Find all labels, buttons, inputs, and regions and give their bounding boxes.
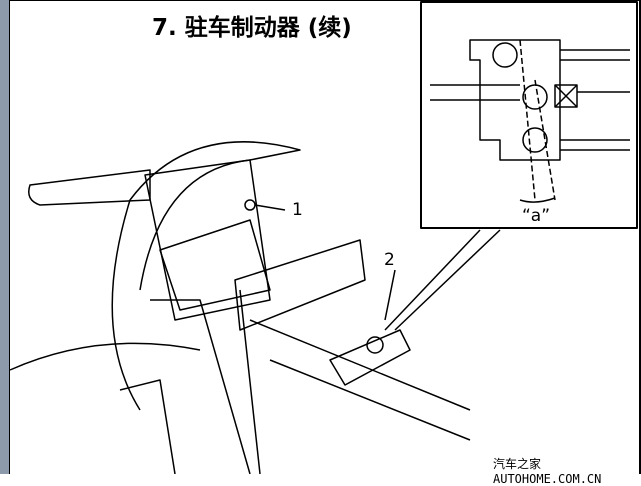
lever-assembly [9, 141, 501, 474]
right-border [639, 0, 641, 474]
callout-2: 2 [384, 250, 395, 270]
callout-a: “a” [522, 206, 551, 226]
parking-brake-diagram [9, 1, 638, 474]
detail-inset [420, 1, 638, 229]
top-border [9, 0, 641, 1]
page-title: 7. 驻车制动器 (续) [152, 15, 352, 41]
left-window-strip [0, 0, 10, 474]
callout-1: 1 [292, 200, 303, 220]
watermark: 汽车之家 AUTOHOME.COM.CN [493, 457, 602, 486]
